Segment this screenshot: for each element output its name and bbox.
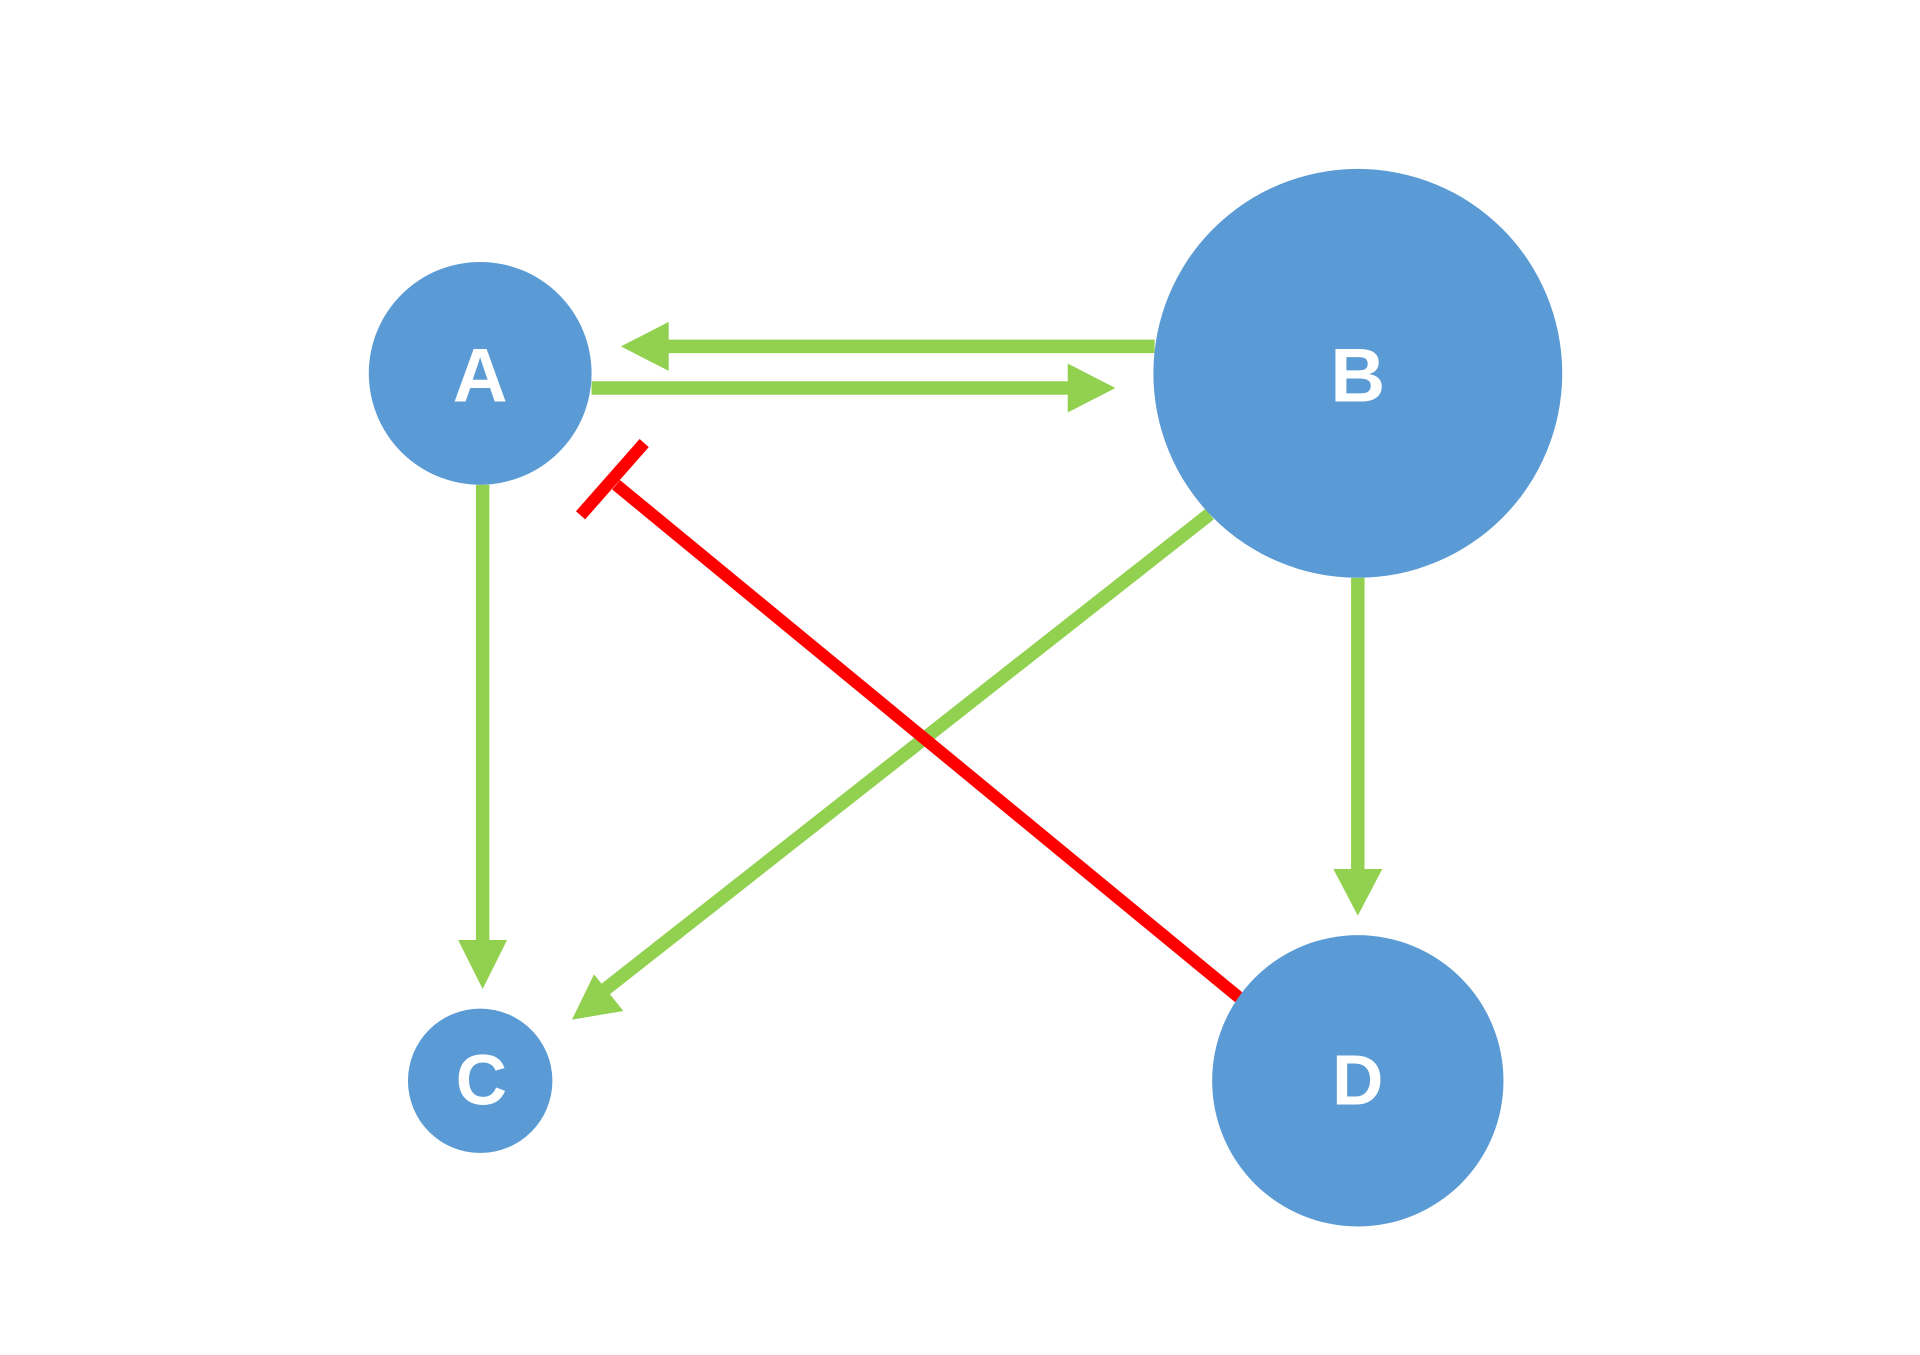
node-b[interactable]: B [1153,168,1563,578]
node-c-label: C [456,1041,507,1120]
arrowhead [1067,363,1116,413]
edge-b-to-d [1333,577,1383,916]
arrowhead [458,940,508,990]
edge-d-inhibits-a [575,439,1243,1003]
edge-b-to-a [620,321,1155,371]
arrowhead [571,974,624,1020]
inhibition-bar [575,439,649,520]
arrowhead [620,321,669,371]
node-d[interactable]: D [1212,935,1504,1227]
edge-a-to-c [458,484,508,990]
node-d-label: D [1332,1041,1383,1120]
edge-a-to-b [591,363,1116,413]
node-b-label: B [1330,333,1385,418]
arrowhead [1333,869,1383,916]
node-c[interactable]: C [407,1008,553,1154]
node-a[interactable]: A [368,261,592,485]
node-a-label: A [453,333,508,418]
edge-b-to-c [571,508,1214,1020]
